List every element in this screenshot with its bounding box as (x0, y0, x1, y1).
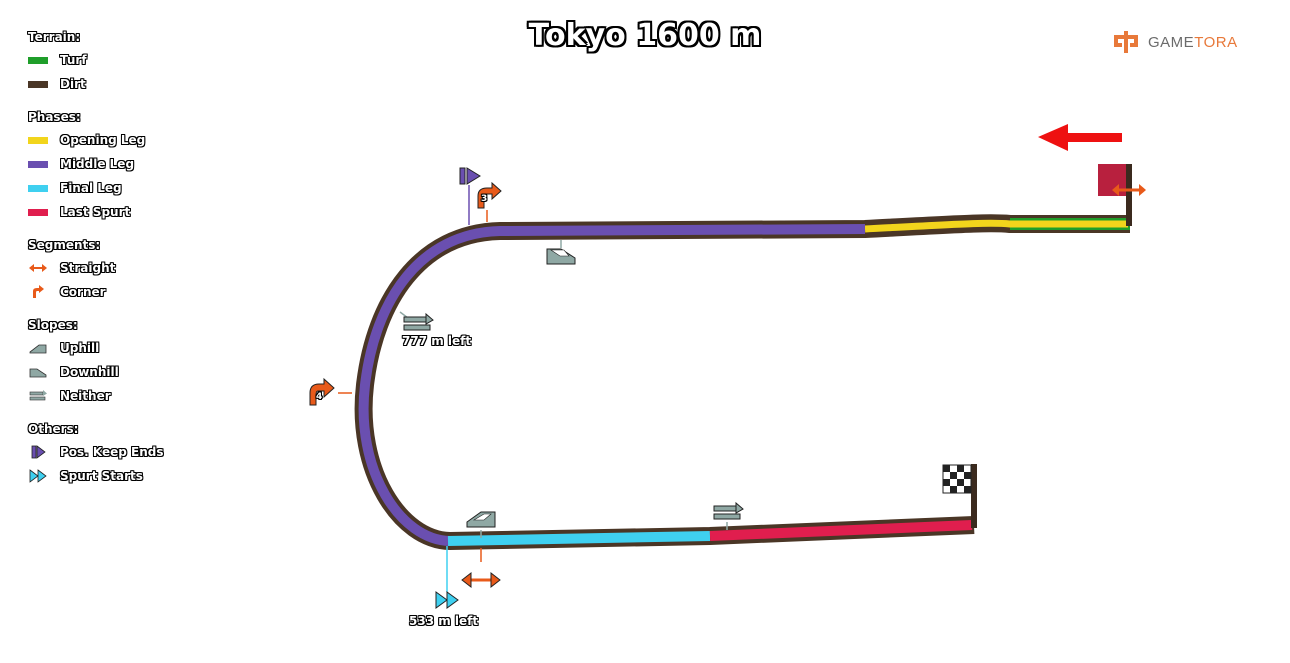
flat-icon-2 (713, 501, 744, 520)
slope-remaining-label: 777 m left (402, 334, 472, 348)
position-keep-end-icon (459, 167, 481, 185)
legend-label: Dirt (60, 77, 86, 91)
gametora-logo-icon (1114, 31, 1138, 53)
brand-name: GAMETORA (1148, 33, 1238, 51)
legend-item-final-leg: Final Leg (28, 176, 228, 200)
legend-item-last-spurt: Last Spurt (28, 200, 228, 224)
corner-4-icon (309, 377, 335, 406)
opening-leg-swatch (28, 136, 48, 144)
legend-label: Downhill (60, 365, 119, 379)
flat-icon (28, 389, 48, 403)
legend-label: Corner (60, 285, 106, 299)
legend-label: Spurt Starts (60, 469, 143, 483)
spurt-start-icon (28, 469, 48, 483)
corner-3-icon (477, 181, 502, 209)
downhill-icon (28, 365, 48, 379)
legend-label: Turf (60, 53, 87, 67)
legend-others-heading: Others: (28, 422, 79, 436)
finish-flag-icon (942, 464, 977, 528)
corner-3-label: 3 (481, 194, 488, 204)
final-leg-swatch (28, 184, 48, 192)
downhill-icon (546, 248, 576, 265)
legend-item-straight: Straight (28, 256, 228, 280)
flat-icon (403, 312, 434, 331)
legend-item-middle-leg: Middle Leg (28, 152, 228, 176)
legend-item-dirt: Dirt (28, 72, 228, 96)
legend-item-downhill: Downhill (28, 360, 228, 384)
spurt-start-icon (435, 591, 459, 609)
position-keep-end-icon (28, 445, 48, 459)
legend-label: Straight (60, 261, 116, 275)
last-spurt-swatch (28, 208, 48, 216)
straight-arrow-icon (28, 261, 48, 275)
legend-item-spurt-start: Spurt Starts (28, 464, 228, 488)
legend-label: Neither (60, 389, 111, 403)
legend-label: Opening Leg (60, 133, 146, 147)
legend-label: Last Spurt (60, 205, 131, 219)
legend-label: Middle Leg (60, 157, 135, 171)
middle-leg-segment (358, 224, 866, 546)
turf-swatch (28, 56, 48, 64)
middle-leg-swatch (28, 160, 48, 168)
legend-item-uphill: Uphill (28, 336, 228, 360)
straight-arrow-icon (461, 571, 501, 589)
legend-label: Uphill (60, 341, 100, 355)
uphill-icon (466, 511, 496, 528)
legend-item-corner: Corner (28, 280, 228, 304)
corner-4-label: 4 (316, 392, 323, 402)
legend-item-opening-leg: Opening Leg (28, 128, 228, 152)
opening-leg-segment (864, 219, 1128, 233)
legend-label: Pos. Keep Ends (60, 445, 164, 459)
legend-item-neither: Neither (28, 384, 228, 408)
final-leg-segment (447, 531, 711, 546)
direction-arrow-icon (1038, 124, 1122, 151)
legend-item-position-keep: Pos. Keep Ends (28, 440, 228, 464)
track-outline (354, 214, 1130, 551)
dirt-swatch (28, 80, 48, 88)
brand-logo[interactable]: GAMETORA (1112, 29, 1238, 55)
start-gate-icon (1098, 164, 1146, 226)
spurt-remaining-label: 533 m left (409, 614, 479, 628)
uphill-icon (28, 341, 48, 355)
legend: Terrain: Turf Dirt Phases: Opening Leg M… (28, 30, 228, 488)
legend-slopes-heading: Slopes: (28, 318, 78, 332)
legend-phases-heading: Phases: (28, 110, 81, 124)
legend-label: Final Leg (60, 181, 122, 195)
legend-item-turf: Turf (28, 48, 228, 72)
page-title: Tokyo 1600 m (528, 18, 762, 53)
last-spurt-segment (709, 520, 973, 541)
corner-arrow-icon (28, 285, 48, 299)
legend-terrain-heading: Terrain: (28, 30, 81, 44)
legend-segments-heading: Segments: (28, 238, 101, 252)
